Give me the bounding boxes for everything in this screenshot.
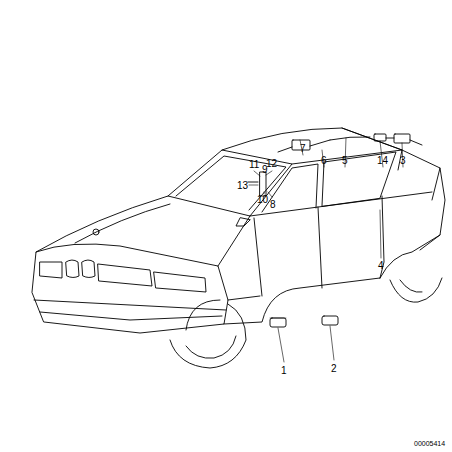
callout-number: 8 bbox=[270, 199, 276, 210]
callout-number: 11 bbox=[249, 159, 259, 170]
callout-number: 2 bbox=[331, 363, 337, 374]
callout-number: 14 bbox=[377, 155, 388, 166]
callout-number: 7 bbox=[300, 143, 306, 154]
drawing-number: 00005414 bbox=[414, 440, 445, 448]
callout-number: 12 bbox=[266, 158, 277, 169]
callout-number: 1 bbox=[281, 365, 287, 376]
callout-number: 6 bbox=[321, 155, 327, 166]
callout-number: 10 bbox=[257, 194, 268, 205]
callout-number: 5 bbox=[342, 155, 348, 166]
callout-number: 13 bbox=[237, 180, 248, 191]
callout-number: 9 bbox=[262, 164, 268, 175]
callout-number: 3 bbox=[400, 155, 406, 166]
callout-number: 4 bbox=[378, 260, 384, 271]
